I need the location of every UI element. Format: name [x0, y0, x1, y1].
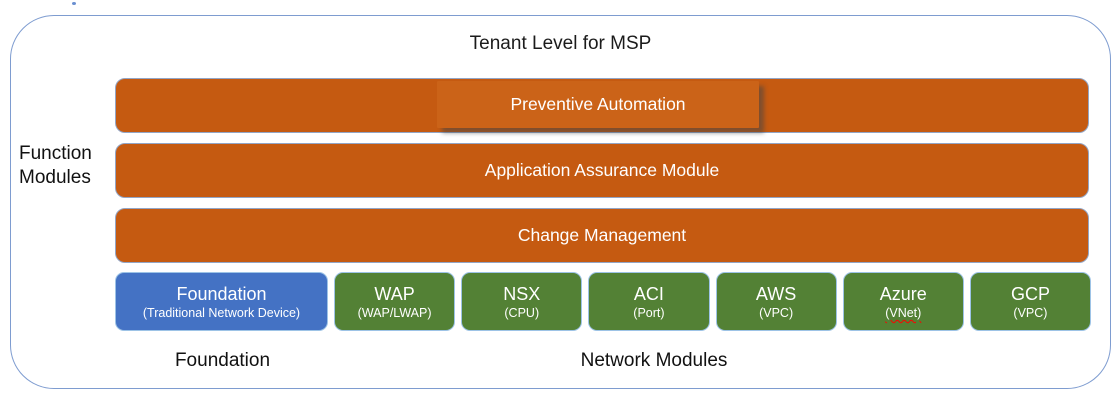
module-box-nsx: NSX (CPU) [461, 272, 583, 331]
module-box-aws: AWS (VPC) [715, 272, 837, 331]
function-bar-application-assurance: Application Assurance Module [115, 143, 1089, 198]
module-subtitle-spellcheck: (VNet) [885, 306, 922, 321]
module-name: WAP [374, 283, 415, 304]
network-modules-group-label: Network Modules [580, 350, 728, 371]
application-assurance-label: Application Assurance Module [484, 160, 720, 180]
preventive-automation-overlay: Preventive Automation [437, 81, 759, 128]
module-box-aci: ACI (Port) [588, 272, 710, 331]
preventive-automation-label: Preventive Automation [510, 94, 686, 114]
tenant-level-frame: Tenant Level for MSP Function Modules Pr… [10, 15, 1111, 389]
function-bar-preventive-automation: Preventive Automation [115, 78, 1089, 133]
module-name: GCP [1010, 283, 1050, 304]
change-management-label: Change Management [517, 225, 687, 245]
module-subtitle: (WAP/LWAP) [357, 306, 432, 321]
module-subtitle: (VPC) [759, 306, 794, 321]
module-name: Azure [879, 283, 927, 304]
module-subtitle: (Port) [633, 306, 665, 321]
module-name: NSX [503, 283, 541, 304]
function-bar-change-management: Change Management [115, 208, 1089, 263]
module-box-wap: WAP (WAP/LWAP) [334, 272, 456, 331]
stray-cursor-dot [72, 2, 76, 5]
module-box-foundation: Foundation (Traditional Network Device) [115, 272, 328, 331]
module-subtitle: (CPU) [504, 306, 540, 321]
module-subtitle: (Traditional Network Device) [142, 306, 301, 321]
function-modules-label: Function Modules [19, 143, 92, 189]
modules-row: Foundation (Traditional Network Device) … [115, 272, 1092, 331]
foundation-group-label: Foundation [174, 350, 271, 371]
module-box-azure: Azure (VNet) [842, 272, 964, 331]
module-name: AWS [755, 283, 797, 304]
module-name: ACI [633, 283, 664, 304]
module-box-gcp: GCP (VPC) [969, 272, 1092, 331]
module-subtitle: (VPC) [1013, 306, 1048, 321]
module-name: Foundation [176, 283, 267, 304]
diagram-title: Tenant Level for MSP [469, 33, 652, 54]
